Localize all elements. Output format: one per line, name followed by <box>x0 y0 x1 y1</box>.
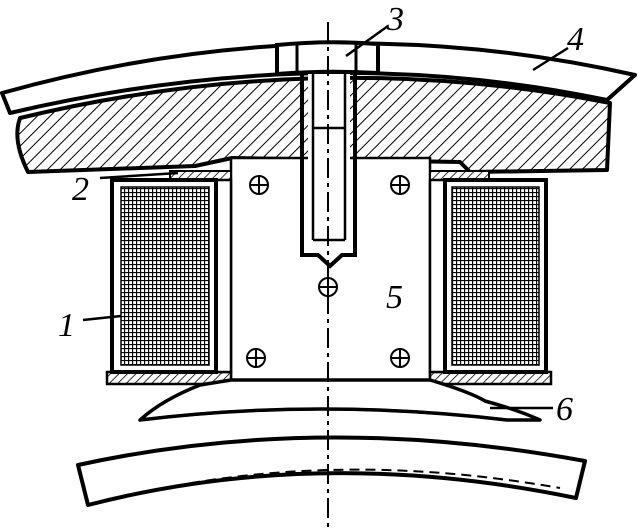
label-yoke: 4 <box>567 21 584 58</box>
armature-segment <box>76 435 587 507</box>
pole-shoe-face <box>139 407 508 422</box>
armature-inner-edge <box>111 468 561 501</box>
label-pole-shoe: 6 <box>556 391 573 428</box>
yoke-outer-band <box>0 41 637 115</box>
field-coils <box>110 178 548 374</box>
yoke-hatched-section <box>15 75 612 174</box>
leader-lines <box>82 24 569 410</box>
label-coil: 1 <box>58 307 75 344</box>
label-pole-core: 5 <box>386 279 403 316</box>
rivet-marks <box>246 175 410 368</box>
label-frame: 2 <box>72 171 89 208</box>
label-bolt: 3 <box>386 1 404 38</box>
